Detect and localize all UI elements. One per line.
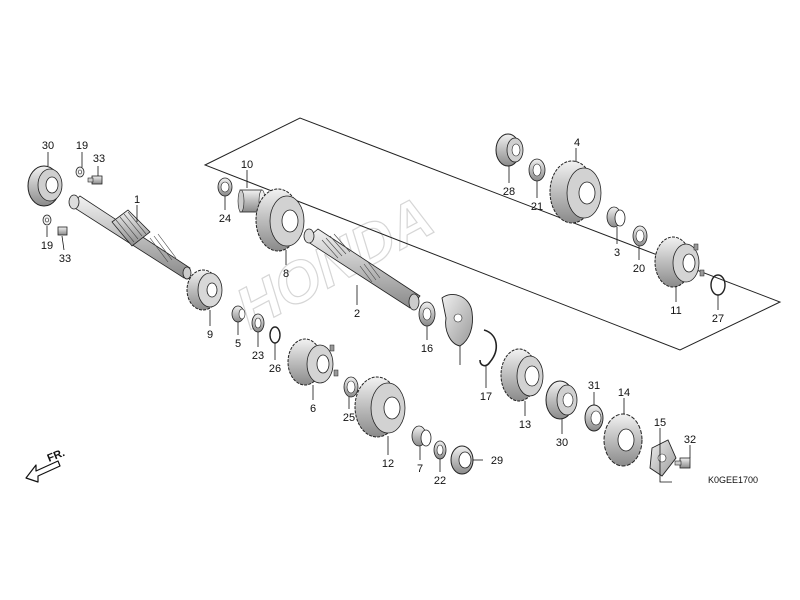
label-part-25: 25 — [343, 412, 355, 424]
label-part-10: 10 — [241, 159, 253, 171]
label-part-2: 2 — [354, 308, 360, 320]
washer-23 — [251, 313, 265, 333]
label-part-16: 16 — [421, 343, 433, 355]
label-part-27: 27 — [712, 313, 724, 325]
label-part-8: 8 — [283, 268, 289, 280]
label-part-9: 9 — [207, 329, 213, 341]
washer-22 — [433, 440, 447, 460]
label-part-5: 5 — [235, 338, 241, 350]
label-part-11: 11 — [670, 305, 681, 317]
bearing-30-right — [545, 380, 578, 420]
front-direction-label: FR. — [46, 447, 67, 465]
label-part-33-bottom: 33 — [59, 253, 71, 265]
bushing-3 — [606, 206, 626, 228]
sprocket-14 — [603, 413, 643, 467]
label-part-31: 31 — [588, 380, 600, 392]
diagram-code: K0GEE1700 — [708, 475, 758, 485]
label-part-33-top: 33 — [93, 153, 105, 165]
bolt-32 — [674, 457, 691, 469]
gear-12 — [354, 376, 406, 438]
part-labels: 30 19 33 1 19 33 9 5 23 26 6 25 12 7 22 … — [41, 137, 724, 487]
gear-11 — [654, 236, 705, 288]
gear-9 — [186, 269, 223, 311]
countershaft-group-frame — [203, 117, 782, 351]
mainshaft — [68, 194, 192, 280]
bearing-28 — [495, 133, 524, 167]
bearing-30-left — [27, 165, 63, 207]
label-part-15: 15 — [654, 417, 666, 429]
label-part-13: 13 — [519, 419, 531, 431]
plate-18 — [441, 294, 473, 347]
label-part-19-bottom: 19 — [41, 240, 53, 252]
seal-31 — [584, 404, 604, 432]
label-part-32: 32 — [684, 434, 696, 446]
washer-19-bottom — [42, 214, 52, 226]
clip-17 — [479, 329, 497, 367]
label-part-30-left: 30 — [42, 140, 54, 152]
label-part-6: 6 — [310, 403, 316, 415]
label-part-23: 23 — [252, 350, 264, 362]
washer-25 — [343, 376, 359, 398]
label-part-12: 12 — [382, 458, 394, 470]
label-part-14: 14 — [618, 387, 630, 399]
label-part-21: 21 — [531, 201, 543, 213]
plate-15 — [649, 439, 677, 477]
gear-13 — [500, 348, 544, 402]
label-part-7: 7 — [417, 463, 423, 475]
countershaft — [303, 228, 421, 311]
bushing-7 — [411, 425, 432, 447]
gear-6 — [287, 338, 339, 386]
leader-lines — [46, 148, 719, 483]
label-part-4: 4 — [574, 137, 580, 149]
front-direction-arrow: FR. — [25, 447, 67, 483]
washer-20 — [632, 225, 648, 247]
label-part-1: 1 — [134, 194, 140, 206]
label-part-17: 17 — [480, 391, 492, 403]
bushing-5 — [231, 305, 246, 323]
washer-19-top — [75, 166, 85, 178]
gear-4 — [549, 160, 602, 224]
label-part-3: 3 — [614, 247, 620, 259]
label-part-30-right: 30 — [556, 437, 568, 449]
label-part-29: 29 — [491, 455, 503, 467]
washer-24 — [217, 177, 233, 197]
bearing-29 — [450, 445, 474, 475]
label-part-20: 20 — [633, 263, 645, 275]
washer-21 — [528, 158, 546, 182]
label-part-28: 28 — [503, 186, 515, 198]
washer-16 — [418, 301, 436, 327]
label-part-24: 24 — [219, 213, 231, 225]
gear-8 — [255, 188, 305, 252]
label-part-19-top: 19 — [76, 140, 88, 152]
bolt-33-top — [87, 175, 103, 185]
label-part-22: 22 — [434, 475, 446, 487]
bolt-33-bottom — [57, 226, 68, 236]
label-part-26: 26 — [269, 363, 281, 375]
